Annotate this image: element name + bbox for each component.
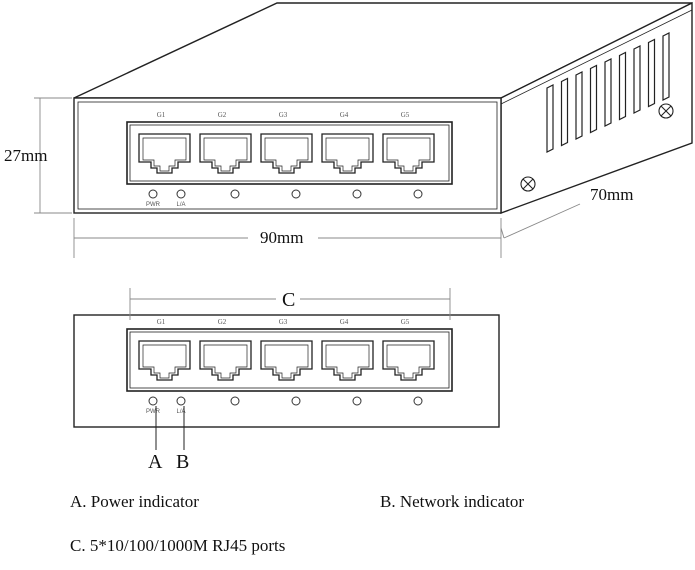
vent-slot	[575, 71, 583, 140]
port-frame-inner	[129, 331, 450, 389]
rj45-port[interactable]	[199, 340, 252, 381]
port-label: G4	[340, 318, 349, 326]
side-vents	[546, 32, 670, 153]
port-label: G1	[157, 318, 166, 326]
rj45-port-inner	[203, 344, 248, 379]
legend-power-indicator: A. Power indicator	[70, 492, 199, 511]
port-led	[291, 396, 301, 406]
port-label: G5	[401, 318, 410, 326]
vent-slot	[662, 32, 670, 101]
rj45-port[interactable]	[321, 340, 374, 381]
rj45-port[interactable]	[260, 340, 313, 381]
port-led	[230, 396, 240, 406]
vent-slot	[633, 45, 641, 114]
power-callout-label: A	[148, 451, 163, 473]
vent-slot	[618, 51, 627, 121]
ports-callout-bracket	[129, 288, 451, 320]
power-led	[148, 189, 158, 199]
port-led	[291, 189, 301, 199]
dimension-lines	[34, 97, 581, 258]
port-label: G2	[218, 318, 227, 326]
vent-slot	[589, 64, 598, 134]
rj45-port[interactable]	[138, 340, 191, 381]
rj45-port-inner	[325, 137, 370, 172]
rj45-port[interactable]	[199, 133, 252, 174]
vent-slot	[560, 77, 569, 147]
vent-slot	[604, 58, 612, 127]
link-activity-led	[176, 396, 186, 406]
rj45-port-inner	[386, 137, 431, 172]
rj45-port[interactable]	[382, 133, 435, 174]
rj45-port[interactable]	[260, 133, 313, 174]
port-label: G4	[340, 111, 349, 119]
rj45-port-inner	[264, 344, 309, 379]
side-screw	[520, 103, 674, 192]
rj45-port-inner	[264, 137, 309, 172]
ports-callout-label: C	[282, 289, 295, 311]
port-label: G5	[401, 111, 410, 119]
port-led	[413, 189, 423, 199]
rj45-port-inner	[203, 137, 248, 172]
port-label: G3	[279, 111, 288, 119]
link-activity-led	[176, 189, 186, 199]
power-led	[148, 396, 158, 406]
width-dimension-label: 90mm	[260, 228, 303, 247]
legend-network-indicator: B. Network indicator	[380, 492, 524, 511]
port-label: G3	[279, 318, 288, 326]
port-frame-inner	[129, 124, 450, 182]
housing-edge-line	[500, 9, 693, 105]
port-led	[413, 396, 423, 406]
legend-rj45-ports: C. 5*10/100/1000M RJ45 ports	[70, 536, 286, 555]
port-led	[230, 189, 240, 199]
port-label: G2	[218, 111, 227, 119]
rj45-port[interactable]	[321, 133, 374, 174]
housing-front-bezel	[77, 101, 498, 210]
power-led-label: PWR	[146, 409, 161, 415]
link-led-label: L/A	[176, 202, 185, 208]
height-dimension-label: 27mm	[4, 146, 47, 165]
network-callout-label: B	[176, 451, 189, 473]
rj45-port-inner	[142, 344, 187, 379]
rj45-port[interactable]	[382, 340, 435, 381]
port-led	[352, 396, 362, 406]
rj45-port[interactable]	[138, 133, 191, 174]
rj45-port-inner	[325, 344, 370, 379]
port-led	[352, 189, 362, 199]
indicator-leader-lines	[155, 406, 185, 450]
rj45-port-inner	[386, 344, 431, 379]
port-label: G1	[157, 111, 166, 119]
depth-dimension-label: 70mm	[590, 185, 633, 204]
link-led-label: L/A	[176, 409, 185, 415]
power-led-label: PWR	[146, 202, 161, 208]
rj45-port-inner	[142, 137, 187, 172]
vent-slot	[546, 84, 554, 153]
vent-slot	[647, 38, 656, 108]
